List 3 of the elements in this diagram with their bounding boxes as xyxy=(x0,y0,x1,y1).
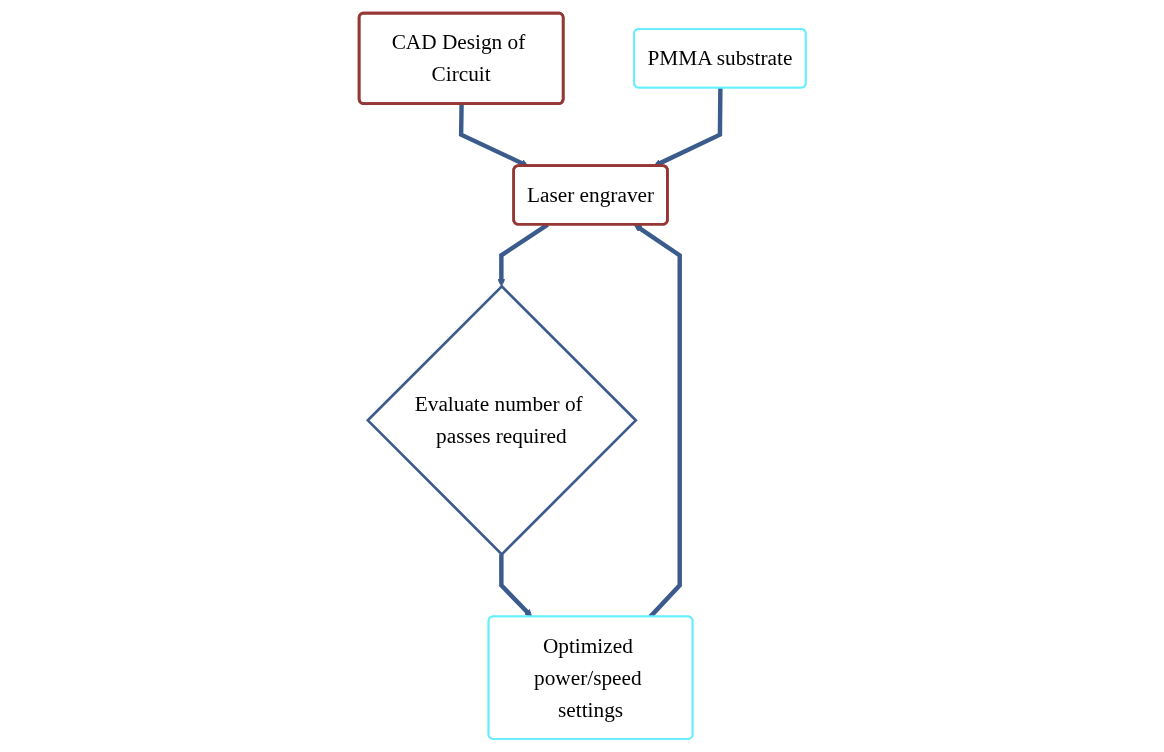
node-diamond: Evaluate number of passes required xyxy=(365,284,638,557)
arrow xyxy=(498,554,532,618)
arrow xyxy=(653,88,723,167)
